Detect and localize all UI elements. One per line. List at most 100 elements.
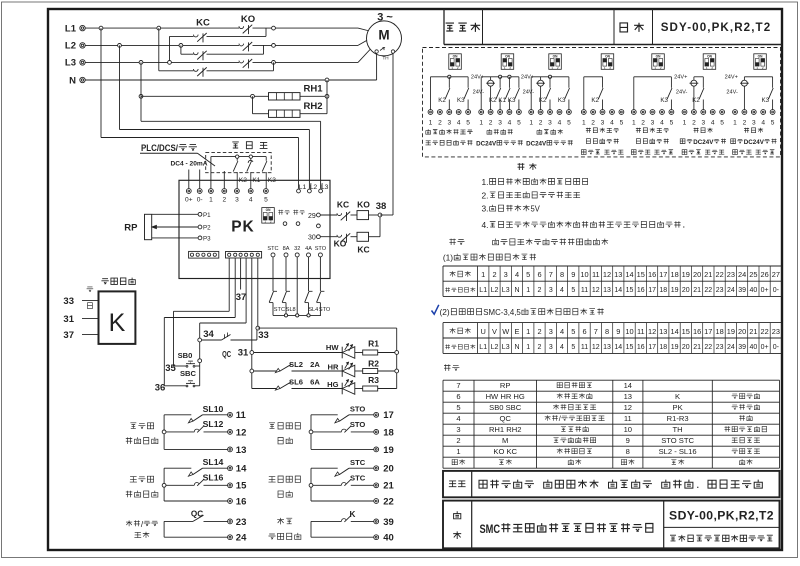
- svg-text:4: 4: [560, 344, 564, 351]
- svg-text:SL12: SL12: [203, 419, 224, 429]
- svg-text:5: 5: [571, 327, 575, 336]
- svg-text:L1: L1: [479, 287, 487, 294]
- svg-text:L1: L1: [479, 344, 487, 351]
- svg-text:R2: R2: [368, 359, 379, 369]
- svg-text:KO: KO: [334, 239, 347, 249]
- svg-text:QC: QC: [500, 414, 512, 423]
- svg-text:ON: ON: [656, 54, 661, 58]
- svg-text:33: 33: [63, 296, 74, 307]
- svg-text:11: 11: [624, 414, 632, 423]
- svg-text:8: 8: [605, 327, 609, 336]
- svg-text:/: /: [559, 414, 562, 423]
- svg-text:33: 33: [258, 330, 269, 341]
- svg-text:19: 19: [682, 270, 690, 279]
- svg-text:DC24V: DC24V: [693, 139, 714, 146]
- svg-text:24V-: 24V-: [726, 90, 738, 96]
- svg-text:24V-: 24V-: [676, 90, 688, 96]
- svg-text:32: 32: [294, 246, 300, 252]
- svg-text:K3: K3: [762, 97, 770, 104]
- svg-text:5: 5: [567, 120, 571, 127]
- svg-text:2: 2: [743, 120, 747, 127]
- svg-text:5: 5: [466, 120, 470, 127]
- svg-text:R1: R1: [368, 338, 379, 348]
- svg-text:L2: L2: [491, 344, 499, 351]
- svg-text:36: 36: [155, 383, 166, 394]
- svg-text:TH: TH: [673, 425, 683, 434]
- svg-text:19: 19: [727, 327, 735, 336]
- svg-text:STO: STO: [315, 246, 327, 252]
- svg-text:K1: K1: [498, 97, 506, 104]
- svg-text:5: 5: [771, 120, 775, 127]
- svg-text:16: 16: [637, 344, 645, 351]
- svg-text:31: 31: [238, 348, 249, 359]
- svg-text:ON: ON: [266, 208, 271, 212]
- svg-text:K: K: [350, 510, 356, 519]
- svg-text:5: 5: [264, 197, 268, 204]
- svg-text:38: 38: [376, 201, 387, 212]
- svg-text:4: 4: [711, 120, 715, 127]
- svg-text:21: 21: [383, 481, 394, 492]
- svg-text:13: 13: [236, 445, 247, 456]
- svg-text:DC24V: DC24V: [476, 141, 497, 148]
- svg-text:STC: STC: [350, 458, 366, 467]
- svg-text:40: 40: [750, 344, 758, 351]
- svg-text:21: 21: [749, 327, 757, 336]
- svg-text:1: 1: [451, 66, 453, 70]
- svg-text:0-: 0-: [773, 287, 780, 294]
- svg-text:STC: STC: [350, 473, 366, 482]
- svg-text:24: 24: [727, 344, 735, 351]
- svg-text:KO: KO: [357, 200, 370, 210]
- svg-text:6A: 6A: [310, 378, 320, 387]
- svg-text:19: 19: [671, 344, 679, 351]
- svg-text:K2: K2: [591, 97, 599, 104]
- svg-text:4: 4: [660, 120, 664, 127]
- svg-text:17: 17: [383, 410, 394, 421]
- svg-text:W: W: [502, 327, 509, 336]
- svg-text:K3: K3: [558, 97, 566, 104]
- svg-text:18: 18: [715, 327, 723, 336]
- svg-text:DC24V: DC24V: [526, 141, 547, 148]
- svg-text:KC: KC: [337, 200, 349, 210]
- svg-text:PLC/DCS/: PLC/DCS/: [141, 143, 178, 154]
- svg-text:2: 2: [557, 66, 559, 70]
- svg-text:3 ~: 3 ~: [377, 11, 393, 23]
- svg-text:3: 3: [456, 425, 460, 434]
- svg-text:19: 19: [383, 445, 394, 456]
- svg-text:4: 4: [515, 270, 519, 279]
- svg-text:3: 3: [601, 120, 605, 127]
- svg-text:17: 17: [648, 344, 656, 351]
- svg-text:10: 10: [624, 425, 632, 434]
- svg-text:3: 3: [235, 197, 239, 204]
- svg-text:PK: PK: [231, 219, 255, 236]
- svg-text:16: 16: [693, 327, 701, 336]
- svg-text:PK: PK: [673, 403, 683, 412]
- svg-text:22: 22: [760, 327, 768, 336]
- svg-text:4: 4: [457, 120, 461, 127]
- svg-text:11: 11: [236, 410, 247, 421]
- svg-text:24: 24: [236, 533, 247, 544]
- svg-text:14: 14: [614, 344, 622, 351]
- svg-text:P1: P1: [203, 212, 211, 219]
- svg-text:14: 14: [625, 270, 633, 279]
- svg-text:2: 2: [492, 270, 496, 279]
- svg-text:11: 11: [581, 344, 588, 351]
- svg-text:SL6: SL6: [289, 378, 303, 387]
- svg-text:15: 15: [626, 287, 634, 294]
- svg-text:34: 34: [203, 329, 214, 340]
- svg-text:35: 35: [165, 363, 176, 374]
- svg-text:9: 9: [571, 270, 575, 279]
- svg-text:40: 40: [383, 533, 394, 544]
- svg-text:1: 1: [526, 287, 530, 294]
- svg-text:16: 16: [637, 287, 645, 294]
- svg-text:1: 1: [479, 120, 483, 127]
- svg-text:14: 14: [624, 381, 632, 390]
- svg-text:STO STC: STO STC: [661, 436, 694, 445]
- svg-text:K2: K2: [692, 97, 700, 104]
- svg-text:8A: 8A: [283, 246, 290, 252]
- svg-text:24: 24: [738, 270, 746, 279]
- svg-text:13: 13: [614, 270, 622, 279]
- svg-text:16: 16: [648, 270, 656, 279]
- svg-text:5: 5: [571, 287, 575, 294]
- svg-text:SL4: SL4: [308, 307, 318, 313]
- svg-text:31: 31: [63, 314, 74, 325]
